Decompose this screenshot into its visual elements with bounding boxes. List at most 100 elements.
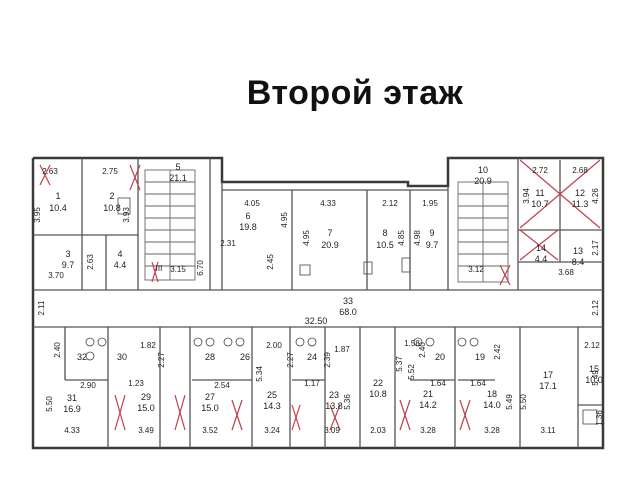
room-31-area: 16.9: [63, 404, 81, 414]
room-27-area: 15.0: [201, 403, 219, 413]
dim-v-28: 2.40: [418, 342, 427, 358]
stair-10: [457, 181, 509, 283]
room-5-number: 5: [175, 162, 180, 172]
dim-v-25: 2.27: [157, 352, 166, 368]
room-15-number: 15: [589, 364, 599, 374]
small-room-labels: 32 30 28 26 24 20 19: [77, 352, 485, 362]
dim-v-6: 4.95: [280, 212, 289, 228]
room-9-area: 9.7: [426, 240, 439, 250]
room-18-number: 18: [487, 389, 497, 399]
dim-v-27: 2.39: [323, 352, 332, 368]
dim-top-6: 1.95: [422, 199, 438, 208]
dim-m-12: 1.23: [128, 379, 144, 388]
room-14-number: 14: [536, 243, 546, 253]
dim-m-5: 3.68: [558, 268, 574, 277]
room-labels: 1 10.4 2 10.8 3 9.7 4 4.4 5 21.1 6 19.8 …: [49, 162, 603, 414]
room-6-number: 6: [245, 211, 250, 221]
dim-v-10: 3.94: [522, 188, 531, 204]
dim-v-23: 2.12: [591, 300, 600, 316]
room-7-area: 20.9: [321, 240, 339, 250]
room-13-area: 8.4: [572, 257, 585, 267]
room-29-number: 29: [141, 392, 151, 402]
room-1-number: 1: [55, 191, 60, 201]
room-14-area: 4.4: [535, 254, 548, 264]
dim-top-3: 4.05: [244, 199, 260, 208]
dim-b-8: 3.28: [484, 426, 500, 435]
dim-b-3: 3.52: [202, 426, 218, 435]
dim-v-9: 4.98: [413, 230, 422, 246]
room-33-area: 68.0: [339, 307, 357, 317]
dim-v-15: 5.36: [343, 394, 352, 410]
room-32-number: 32: [77, 352, 87, 362]
room-3-area: 9.7: [62, 260, 75, 270]
room-25-area: 14.3: [263, 401, 281, 411]
room-18-area: 14.0: [483, 400, 501, 410]
top-dimensions: 2.63 2.75 4.05 4.33 2.12 1.95 2.72 2.68: [42, 166, 588, 208]
dim-v-19: 5.50: [519, 394, 528, 410]
room-10-number: 10: [478, 165, 488, 175]
outer-walls: [31, 156, 605, 450]
dim-v-1: 3.95: [33, 207, 42, 223]
room-6-area: 19.8: [239, 222, 257, 232]
dim-m-15: 1.64: [430, 379, 446, 388]
room-21-area: 14.2: [419, 400, 437, 410]
dim-top-7: 2.72: [532, 166, 548, 175]
dim-v-21: 1.36: [595, 410, 604, 426]
dim-b-4: 3.24: [264, 426, 280, 435]
room-13-number: 13: [573, 246, 583, 256]
dim-top-2: 2.75: [102, 167, 118, 176]
dim-v-13: 5.50: [45, 396, 54, 412]
dim-m-6: 1.82: [140, 341, 156, 350]
marked-areas: [39, 159, 601, 431]
room-30-number: 30: [117, 352, 127, 362]
dim-m-8: 1.87: [334, 345, 350, 354]
dim-v-11: 4.26: [591, 188, 600, 204]
dim-v-2: 3.93: [122, 207, 131, 223]
floor-title: Второй этаж: [246, 74, 464, 112]
room-11-number: 11: [535, 188, 544, 198]
dim-b-6: 2.03: [370, 426, 386, 435]
dim-b-5: 3.09: [324, 426, 340, 435]
room-17-area: 17.1: [539, 381, 557, 391]
dim-v-4: 6.70: [196, 260, 205, 276]
middle-dimensions: 3.70 3.15 2.31 3.12 3.68 1.82 2.00 1.87 …: [48, 239, 600, 390]
dim-v-26: 2.27: [286, 352, 295, 368]
dim-m-7: 2.00: [266, 341, 282, 350]
room-33-number: 33: [343, 296, 353, 306]
dim-b-7: 3.28: [420, 426, 436, 435]
dim-m-3: 2.31: [220, 239, 236, 248]
dim-m-16: 1.64: [470, 379, 486, 388]
dim-v-5: 2.45: [266, 254, 275, 270]
dim-m-2: 3.15: [170, 265, 186, 274]
dim-b-9: 3.11: [541, 426, 557, 435]
dim-v-29: 2.42: [493, 344, 502, 360]
room-21-number: 21: [423, 389, 433, 399]
dim-m-4: 3.12: [468, 265, 484, 274]
dim-v-22: 2.11: [37, 300, 46, 316]
room-29-area: 15.0: [137, 403, 155, 413]
dim-b-1: 4.33: [64, 426, 80, 435]
room-7-number: 7: [327, 228, 332, 238]
room-20-number: 20: [435, 352, 445, 362]
dim-v-7: 4.95: [302, 230, 311, 246]
room-5-area: 21.1: [169, 173, 187, 183]
dim-v-8: 4.85: [397, 230, 406, 246]
dim-m-9: 1.58: [404, 339, 420, 348]
dim-m-11: 2.90: [80, 381, 96, 390]
dim-v-20: 5.49: [591, 370, 600, 386]
room-23-number: 23: [329, 390, 339, 400]
corridor-length: 32.50: [305, 316, 328, 326]
dim-m-13: 2.54: [214, 381, 230, 390]
room-12-number: 12: [575, 188, 585, 198]
room-2-area: 10.8: [103, 203, 121, 213]
dim-m-10: 2.12: [584, 341, 600, 350]
room-2-number: 2: [109, 191, 114, 201]
room-1-area: 10.4: [49, 203, 67, 213]
room-15-area: 10.0: [585, 375, 603, 385]
room-10-area: 20.9: [474, 176, 492, 186]
dim-v-24: 2.40: [53, 342, 62, 358]
room-9-number: 9: [429, 228, 434, 238]
vertical-dimensions: 3.95 3.93 2.63 6.70 2.45 4.95 4.95 4.85 …: [33, 188, 604, 426]
room-23-area: 13.8: [325, 401, 343, 411]
